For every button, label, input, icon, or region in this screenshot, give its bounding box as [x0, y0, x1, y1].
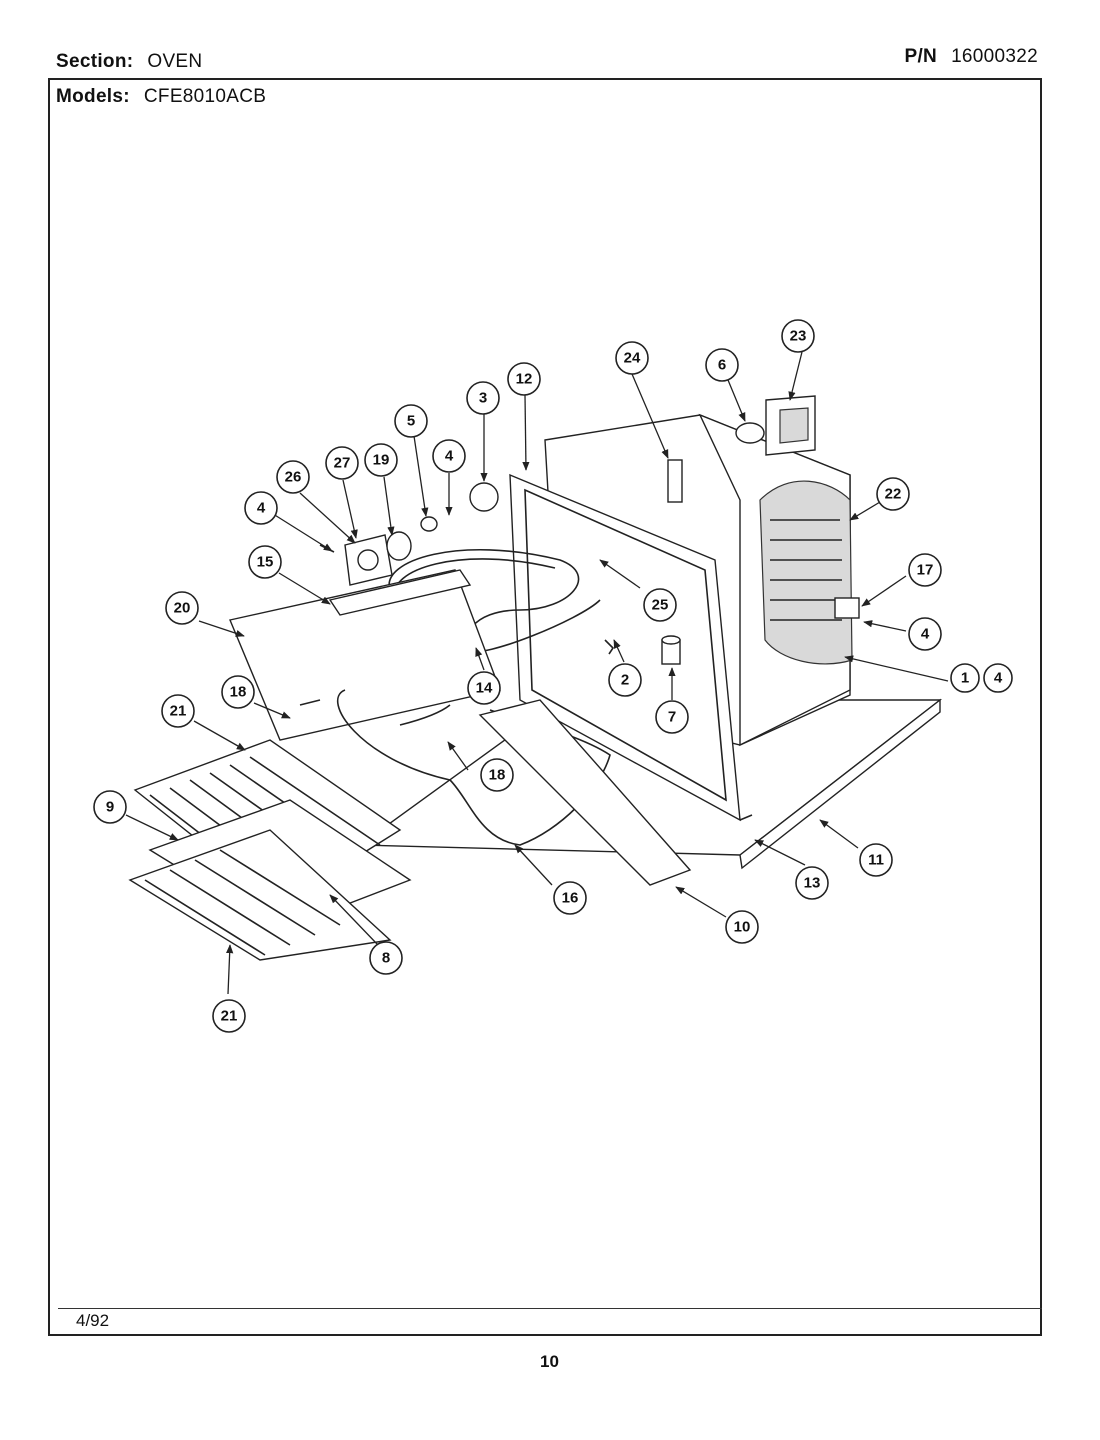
callout-leaders — [125, 351, 949, 995]
svg-text:3: 3 — [479, 390, 487, 407]
svg-text:4: 4 — [445, 448, 454, 465]
pn-value: 16000322 — [951, 46, 1038, 67]
callout-7: 7 — [655, 700, 689, 734]
callout-4d: 4 — [908, 617, 942, 651]
callout-4c: 4 — [432, 439, 466, 473]
insulation-blanket — [759, 480, 853, 665]
models-heading: Models: CFE8010ACB — [56, 86, 266, 108]
svg-text:6: 6 — [718, 357, 726, 374]
models-label: Models: — [56, 86, 130, 107]
svg-text:22: 22 — [885, 486, 902, 503]
callout-21b: 21 — [212, 999, 246, 1033]
svg-text:4: 4 — [921, 626, 930, 643]
svg-text:21: 21 — [170, 703, 187, 720]
callout-4a: 4 — [983, 663, 1013, 693]
misc-parts — [604, 597, 860, 665]
svg-text:18: 18 — [230, 684, 247, 701]
callout-14: 14 — [467, 671, 501, 705]
revision-date: 4/92 — [76, 1311, 110, 1330]
svg-text:19: 19 — [373, 452, 390, 469]
top-components — [667, 395, 816, 503]
page-number: 10 — [540, 1352, 559, 1371]
callout-17: 17 — [908, 553, 942, 587]
callout-25: 25 — [643, 588, 677, 622]
svg-text:25: 25 — [652, 597, 669, 614]
footer-divider — [58, 1308, 1042, 1309]
callout-11: 11 — [859, 843, 893, 877]
callout-15: 15 — [248, 545, 282, 579]
svg-text:7: 7 — [668, 709, 676, 726]
callout-16: 16 — [553, 881, 587, 915]
svg-text:17: 17 — [917, 562, 934, 579]
svg-text:21: 21 — [221, 1008, 238, 1025]
svg-text:9: 9 — [106, 799, 114, 816]
svg-text:13: 13 — [804, 875, 821, 892]
section-label: Section: — [56, 51, 134, 72]
callout-6: 6 — [705, 348, 739, 382]
callout-3: 3 — [466, 381, 500, 415]
callout-26: 26 — [276, 460, 310, 494]
svg-text:5: 5 — [407, 413, 415, 430]
callout-4b: 4 — [244, 491, 278, 525]
callout-12: 12 — [507, 362, 541, 396]
svg-text:26: 26 — [285, 469, 302, 486]
callout-8: 8 — [369, 941, 403, 975]
callout-23: 23 — [781, 319, 815, 353]
svg-text:4: 4 — [994, 670, 1003, 687]
callout-10: 10 — [725, 910, 759, 944]
callout-18a: 18 — [221, 675, 255, 709]
oven-racks — [128, 739, 412, 961]
callout-20: 20 — [165, 591, 199, 625]
svg-text:2: 2 — [621, 672, 629, 689]
svg-text:4: 4 — [257, 500, 266, 517]
svg-text:27: 27 — [334, 455, 351, 472]
models-value: CFE8010ACB — [143, 86, 267, 107]
shelf-plate — [229, 569, 501, 741]
svg-text:10: 10 — [734, 919, 751, 936]
svg-text:1: 1 — [961, 670, 969, 687]
callout-9: 9 — [93, 790, 127, 824]
diagram-frame — [48, 78, 1042, 1336]
callout-2: 2 — [608, 663, 642, 697]
callout-18b: 18 — [480, 758, 514, 792]
svg-text:11: 11 — [868, 852, 884, 869]
oven-front-frame — [509, 473, 753, 822]
callout-24: 24 — [615, 341, 649, 375]
callout-22: 22 — [876, 477, 910, 511]
callout-27: 27 — [325, 446, 359, 480]
svg-text:18: 18 — [489, 767, 506, 784]
svg-text:23: 23 — [790, 328, 807, 345]
svg-text:24: 24 — [624, 350, 641, 367]
svg-text:8: 8 — [382, 950, 390, 967]
callout-13: 13 — [795, 866, 829, 900]
svg-text:14: 14 — [476, 680, 493, 697]
callout-1: 1 — [950, 663, 980, 693]
callout-19: 19 — [364, 443, 398, 477]
svg-text:20: 20 — [174, 600, 191, 617]
pn-label: P/N — [904, 46, 938, 67]
callout-5: 5 — [394, 404, 428, 438]
svg-text:12: 12 — [516, 371, 533, 388]
section-value: OVEN — [147, 51, 203, 72]
callout-21a: 21 — [161, 694, 195, 728]
section-heading: Section: OVEN — [56, 51, 202, 73]
svg-text:15: 15 — [257, 554, 274, 571]
svg-text:16: 16 — [562, 890, 579, 907]
part-number-heading: P/N 16000322 — [904, 46, 1038, 68]
